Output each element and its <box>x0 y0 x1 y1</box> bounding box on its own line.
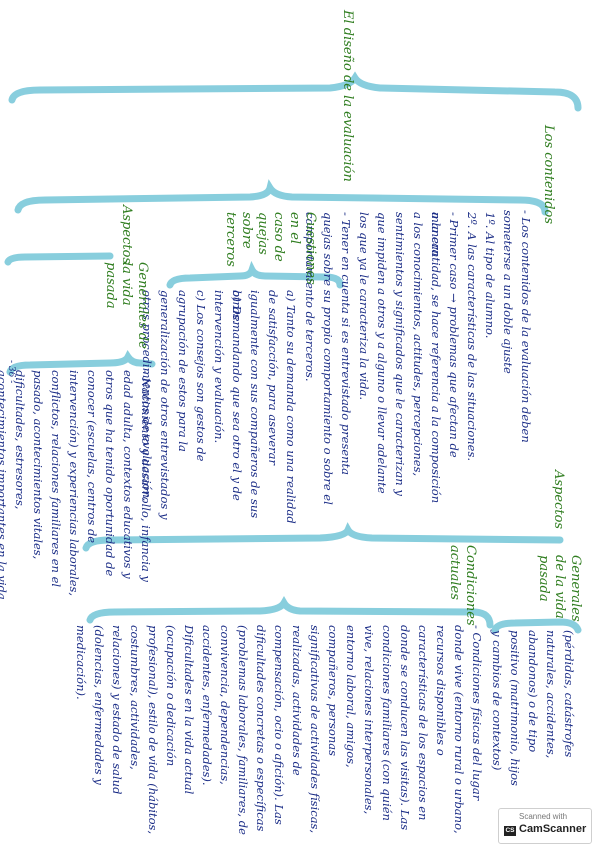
cuestiones-heading: Cuestiones en el caso de quejas sobre te… <box>223 212 318 285</box>
contenidos-paragraph-2: 1º. Al tipo de alumno. <box>483 212 497 339</box>
generales-right-heading: Generales de la vida pasada <box>536 555 583 622</box>
contenidos-paragraph-3: 2º. A las características de las situaci… <box>465 212 479 462</box>
generales-heading: Generales de la vida pasada <box>103 262 150 349</box>
cuestiones-brace <box>166 260 344 289</box>
aspectos-heading: Aspectos <box>119 205 134 265</box>
actuales-brace <box>86 595 494 629</box>
generales-brace <box>6 350 156 376</box>
cuestiones-item-b: b) Demandando que sea otro el y de inter… <box>212 290 244 501</box>
camscanner-watermark: Scanned with CS CamScanner <box>498 808 592 844</box>
page-number: - 36 - <box>6 360 16 384</box>
generales-right-brace <box>491 618 582 634</box>
camscanner-logo-icon: CS <box>504 826 516 836</box>
contenidos-paragraph-1: - Los contenidos de la evaluación deben … <box>501 210 533 443</box>
page-title: El diseño de la evaluación <box>340 10 355 182</box>
aspectos-right-brace <box>82 522 564 552</box>
actuales-text: - Condiciones físicas del lugar donde vi… <box>74 625 484 835</box>
actuales-heading: Condiciones actuales <box>447 545 478 626</box>
main-brace <box>8 71 582 112</box>
contenidos-brace <box>14 179 549 216</box>
generales-right-text: (pérdidas, catástrofes naturales, accide… <box>490 630 576 786</box>
contenidos-paragraph-5: a la cantidad, se hace referencia a la c… <box>357 212 443 504</box>
generales-paragraph: - Nacimiento y desarrollo, infancia y ed… <box>0 370 153 600</box>
watermark-caption: Scanned with <box>519 812 568 821</box>
aspectos-left-brace <box>4 252 114 266</box>
contenidos-heading: Los contenidos <box>541 125 556 225</box>
watermark-brand: CamScanner <box>519 823 587 835</box>
aspectos-right-heading: Aspectos <box>551 470 566 530</box>
